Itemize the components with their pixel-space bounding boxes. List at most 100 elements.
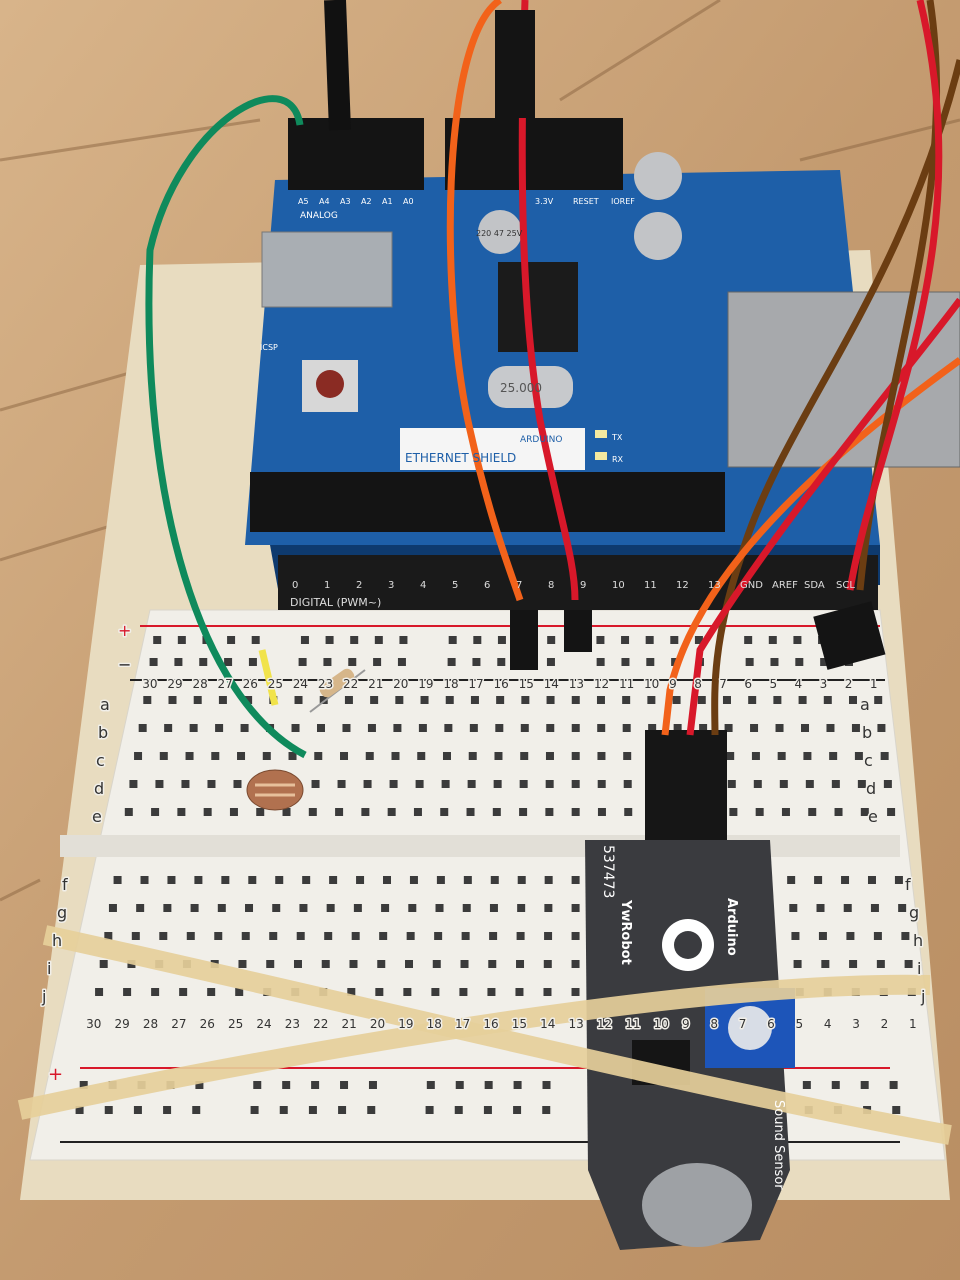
hole <box>194 876 203 884</box>
row-letter: h <box>52 931 62 950</box>
digital-pin-label: SDA <box>804 580 825 591</box>
hole <box>597 752 606 760</box>
hole <box>848 696 857 704</box>
analog-pin-label: A3 <box>340 197 351 206</box>
column-number-bottom: 17 <box>455 1017 470 1031</box>
hole <box>814 876 823 884</box>
rail-hole <box>227 636 236 644</box>
hole <box>520 724 529 732</box>
hole <box>462 904 471 912</box>
analog-pin-label: A0 <box>403 197 414 206</box>
led-label-tx: TX <box>611 433 623 442</box>
hole <box>186 932 195 940</box>
rail-hole <box>253 1081 262 1089</box>
hole <box>238 960 247 968</box>
row-letter: j <box>920 987 925 1006</box>
hole <box>269 932 278 940</box>
rail-hole <box>348 658 357 666</box>
hole <box>622 696 631 704</box>
rail-hole <box>104 1106 113 1114</box>
digital-pin-label: GND <box>740 580 763 591</box>
column-number-bottom: 9 <box>682 1017 690 1031</box>
hole <box>418 724 427 732</box>
column-number-top: 12 <box>594 677 609 691</box>
hole <box>159 932 168 940</box>
column-number-top: 20 <box>393 677 408 691</box>
hole <box>291 724 300 732</box>
column-number-bottom: 25 <box>228 1017 243 1031</box>
hole <box>571 752 580 760</box>
hole <box>440 808 449 816</box>
column-number-top: 28 <box>192 677 207 691</box>
digital-label: DIGITAL (PWM~) <box>290 596 381 609</box>
analog-pin-label: A1 <box>382 197 393 206</box>
power-pin-label: 3.3V <box>535 197 554 206</box>
rail-hole <box>670 636 679 644</box>
hole <box>344 696 353 704</box>
hole <box>860 808 869 816</box>
hole <box>571 696 580 704</box>
hole <box>413 808 422 816</box>
hole <box>389 780 398 788</box>
rail-hole <box>447 658 456 666</box>
capacitor-label: 220 47 25V <box>476 229 523 238</box>
hole <box>293 960 302 968</box>
rail-hole <box>454 1106 463 1114</box>
hole <box>493 780 502 788</box>
shield-brand: ARDUINO <box>520 435 562 445</box>
hole <box>622 724 631 732</box>
digital-pin-label: 1 <box>324 580 330 591</box>
hole <box>520 752 529 760</box>
rail-hole <box>646 658 655 666</box>
hole <box>177 808 186 816</box>
hole <box>134 752 143 760</box>
hole <box>818 932 827 940</box>
ethernet-jack <box>727 291 960 468</box>
capacitors <box>478 152 682 260</box>
hole <box>282 808 291 816</box>
row-letter: e <box>92 807 102 826</box>
row-letter: e <box>868 807 878 826</box>
digital-pin-label: 6 <box>484 580 490 591</box>
hole <box>494 752 503 760</box>
rail-hole <box>323 658 332 666</box>
hole <box>319 696 328 704</box>
potentiometer-knob[interactable] <box>728 1006 772 1050</box>
rail-hole <box>248 658 257 666</box>
hole <box>159 752 168 760</box>
hole <box>408 904 417 912</box>
hole <box>379 932 388 940</box>
hole <box>326 904 335 912</box>
hole <box>316 724 325 732</box>
sensor-brand: YwRobot <box>618 899 633 965</box>
column-number-top: 24 <box>293 677 308 691</box>
hole <box>441 780 450 788</box>
column-number-top: 7 <box>719 677 727 691</box>
hole <box>240 724 249 732</box>
row-letter: a <box>860 695 870 714</box>
column-number-top: 6 <box>744 677 752 691</box>
column-number-bottom: 10 <box>654 1017 669 1031</box>
hole <box>324 932 333 940</box>
photoresistor <box>246 769 304 811</box>
rail-hole <box>298 658 307 666</box>
column-number-top: 16 <box>494 677 509 691</box>
rail-hole <box>621 658 630 666</box>
hole <box>365 752 374 760</box>
hole <box>337 780 346 788</box>
hole <box>597 724 606 732</box>
hole <box>308 808 317 816</box>
hole <box>113 876 122 884</box>
hole <box>193 696 202 704</box>
hole <box>777 752 786 760</box>
reset-button-cap[interactable] <box>316 370 344 398</box>
hole <box>727 780 736 788</box>
rail-hole <box>694 636 703 644</box>
hole <box>469 724 478 732</box>
hole <box>571 988 580 996</box>
digital-pin-label: 7 <box>516 580 522 591</box>
column-number-bottom: 8 <box>710 1017 718 1031</box>
hole <box>544 876 553 884</box>
column-number-bottom: 2 <box>881 1017 889 1031</box>
